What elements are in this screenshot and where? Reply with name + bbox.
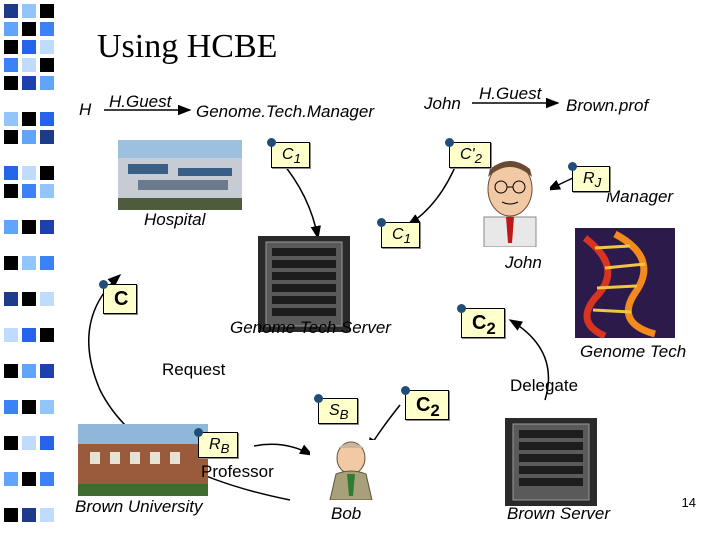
tag-c: C (99, 280, 138, 314)
john-figure (470, 155, 550, 247)
h-label: H (79, 100, 92, 119)
h-guest-label-2: H.Guest (479, 84, 542, 103)
john-top-label: John (424, 94, 461, 113)
request-label: Request (162, 360, 226, 379)
h-guest-label: H.Guest (109, 92, 172, 111)
c2prime-to-c1-arrow (406, 159, 459, 226)
manager-label: Manager (606, 187, 674, 206)
dna-photo (575, 228, 675, 338)
tag-s-b: SB (314, 394, 358, 424)
slide-title: Using HCBE (97, 28, 278, 65)
genome-tech-server-label: Genome Tech Server (230, 318, 391, 337)
john-label: John (505, 253, 542, 272)
tag-c1-top: C1 (267, 138, 310, 168)
professor-label: Professor (201, 462, 274, 481)
brown-university-photo (78, 424, 208, 496)
genome-tech-manager-label: Genome.Tech.Manager (196, 102, 374, 121)
delegate-label: Delegate (510, 376, 579, 395)
brown-server-photo (505, 418, 597, 506)
tag-r-b: RB (194, 428, 239, 458)
brown-university-label: Brown University (75, 497, 203, 516)
hospital-label: Hospital (144, 210, 206, 229)
tag-c2-mid: C2 (457, 304, 505, 338)
hospital-photo (118, 140, 242, 210)
bob-label: Bob (331, 504, 362, 523)
rj-to-john-arrow (546, 176, 576, 191)
tag-c2-low: C2 (401, 386, 449, 420)
rb-to-bob-arrow (253, 443, 314, 456)
page-number: 14 (681, 495, 696, 510)
genome-tech-label: Genome Tech (580, 342, 687, 361)
tag-r-j: RJ (568, 162, 611, 192)
left-decorative-strip (0, 0, 72, 540)
c1-to-server-arrow (279, 159, 321, 240)
genome-tech-server-photo (258, 236, 350, 332)
request-loop-arrow (88, 273, 291, 501)
tag-c1-mid: C1 (377, 218, 420, 248)
delegate-loop-arrow (508, 319, 550, 401)
tag-c2-prime: C'2 (445, 138, 492, 168)
brown-prof-label: Brown.prof (566, 96, 649, 115)
brown-server-label: Brown Server (507, 504, 610, 523)
bob-figure (310, 440, 392, 500)
